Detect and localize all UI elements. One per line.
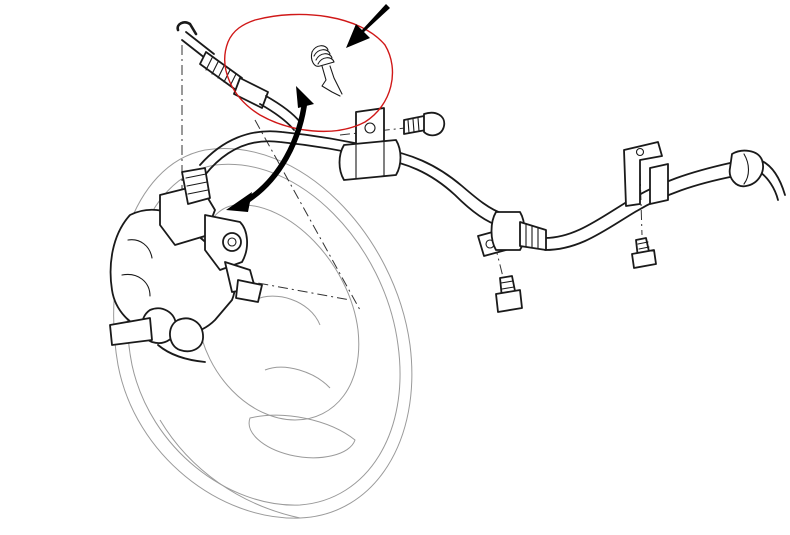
line-fitting (728, 149, 764, 188)
mounting-bolt (631, 237, 657, 269)
hose-bracket (623, 141, 669, 207)
line-clip-bracket (338, 107, 402, 181)
hose-bracket (477, 211, 547, 257)
mounting-bolt (495, 275, 523, 313)
caliper (109, 167, 263, 363)
pointer-arrow (346, 4, 390, 48)
brake-hose (176, 21, 301, 131)
mounting-bolt (403, 111, 446, 137)
curved-double-arrow (226, 86, 314, 212)
retaining-spring (310, 45, 343, 97)
